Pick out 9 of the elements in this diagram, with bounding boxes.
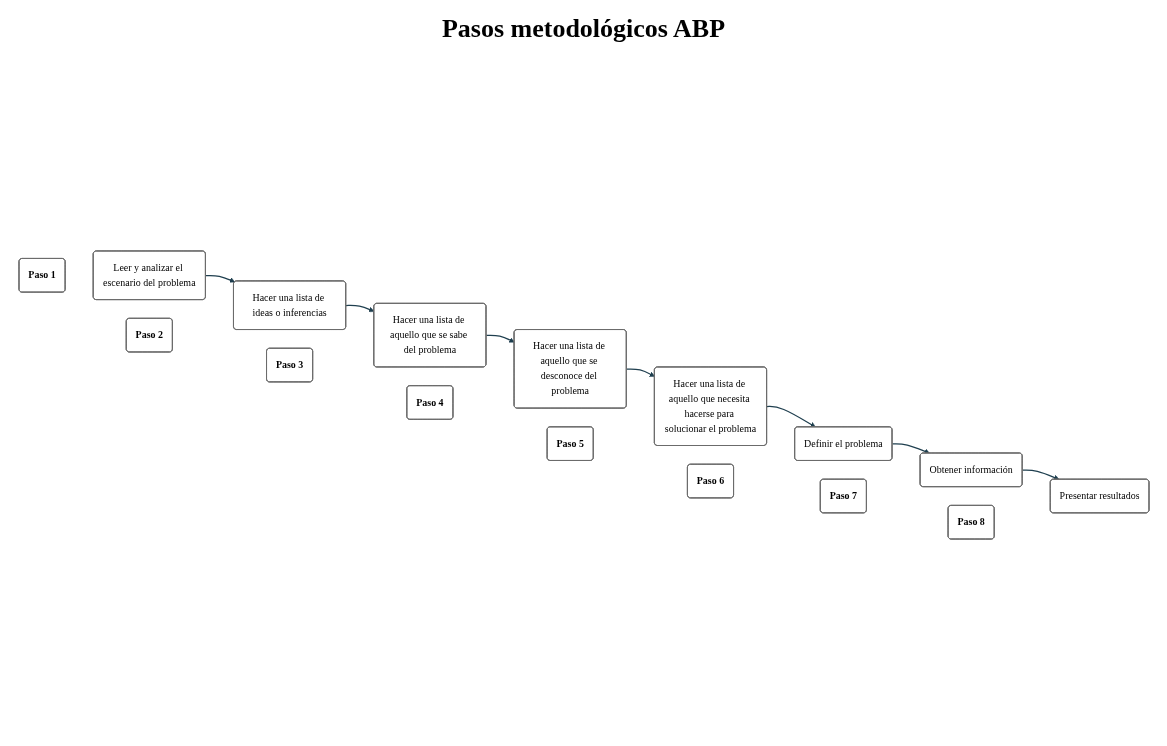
arrow — [1021, 469, 1059, 481]
arrow — [204, 274, 235, 283]
arrow — [765, 405, 816, 428]
arrow — [344, 304, 374, 313]
arrow — [485, 334, 515, 343]
diagram-title: Pasos metodológicos ABP — [440, 14, 727, 44]
arrow — [625, 368, 655, 377]
arrow — [891, 443, 930, 454]
flowchart: Paso 1 Leer y analizar el escenario del problema Paso 2 Hacer una lista de ideas o inferencias Paso 3 Hacer una lista de aquello que se sabe del problema Paso 4 Hacer una lista de aquello que se desconoce del problema Paso 5 Hacer una lista de aquello que necesita hacerse para solucionar el problema Paso 6 Definir el problema Paso 7 Obtener información Paso 8 Presentar resultados — [13, 55, 1154, 735]
